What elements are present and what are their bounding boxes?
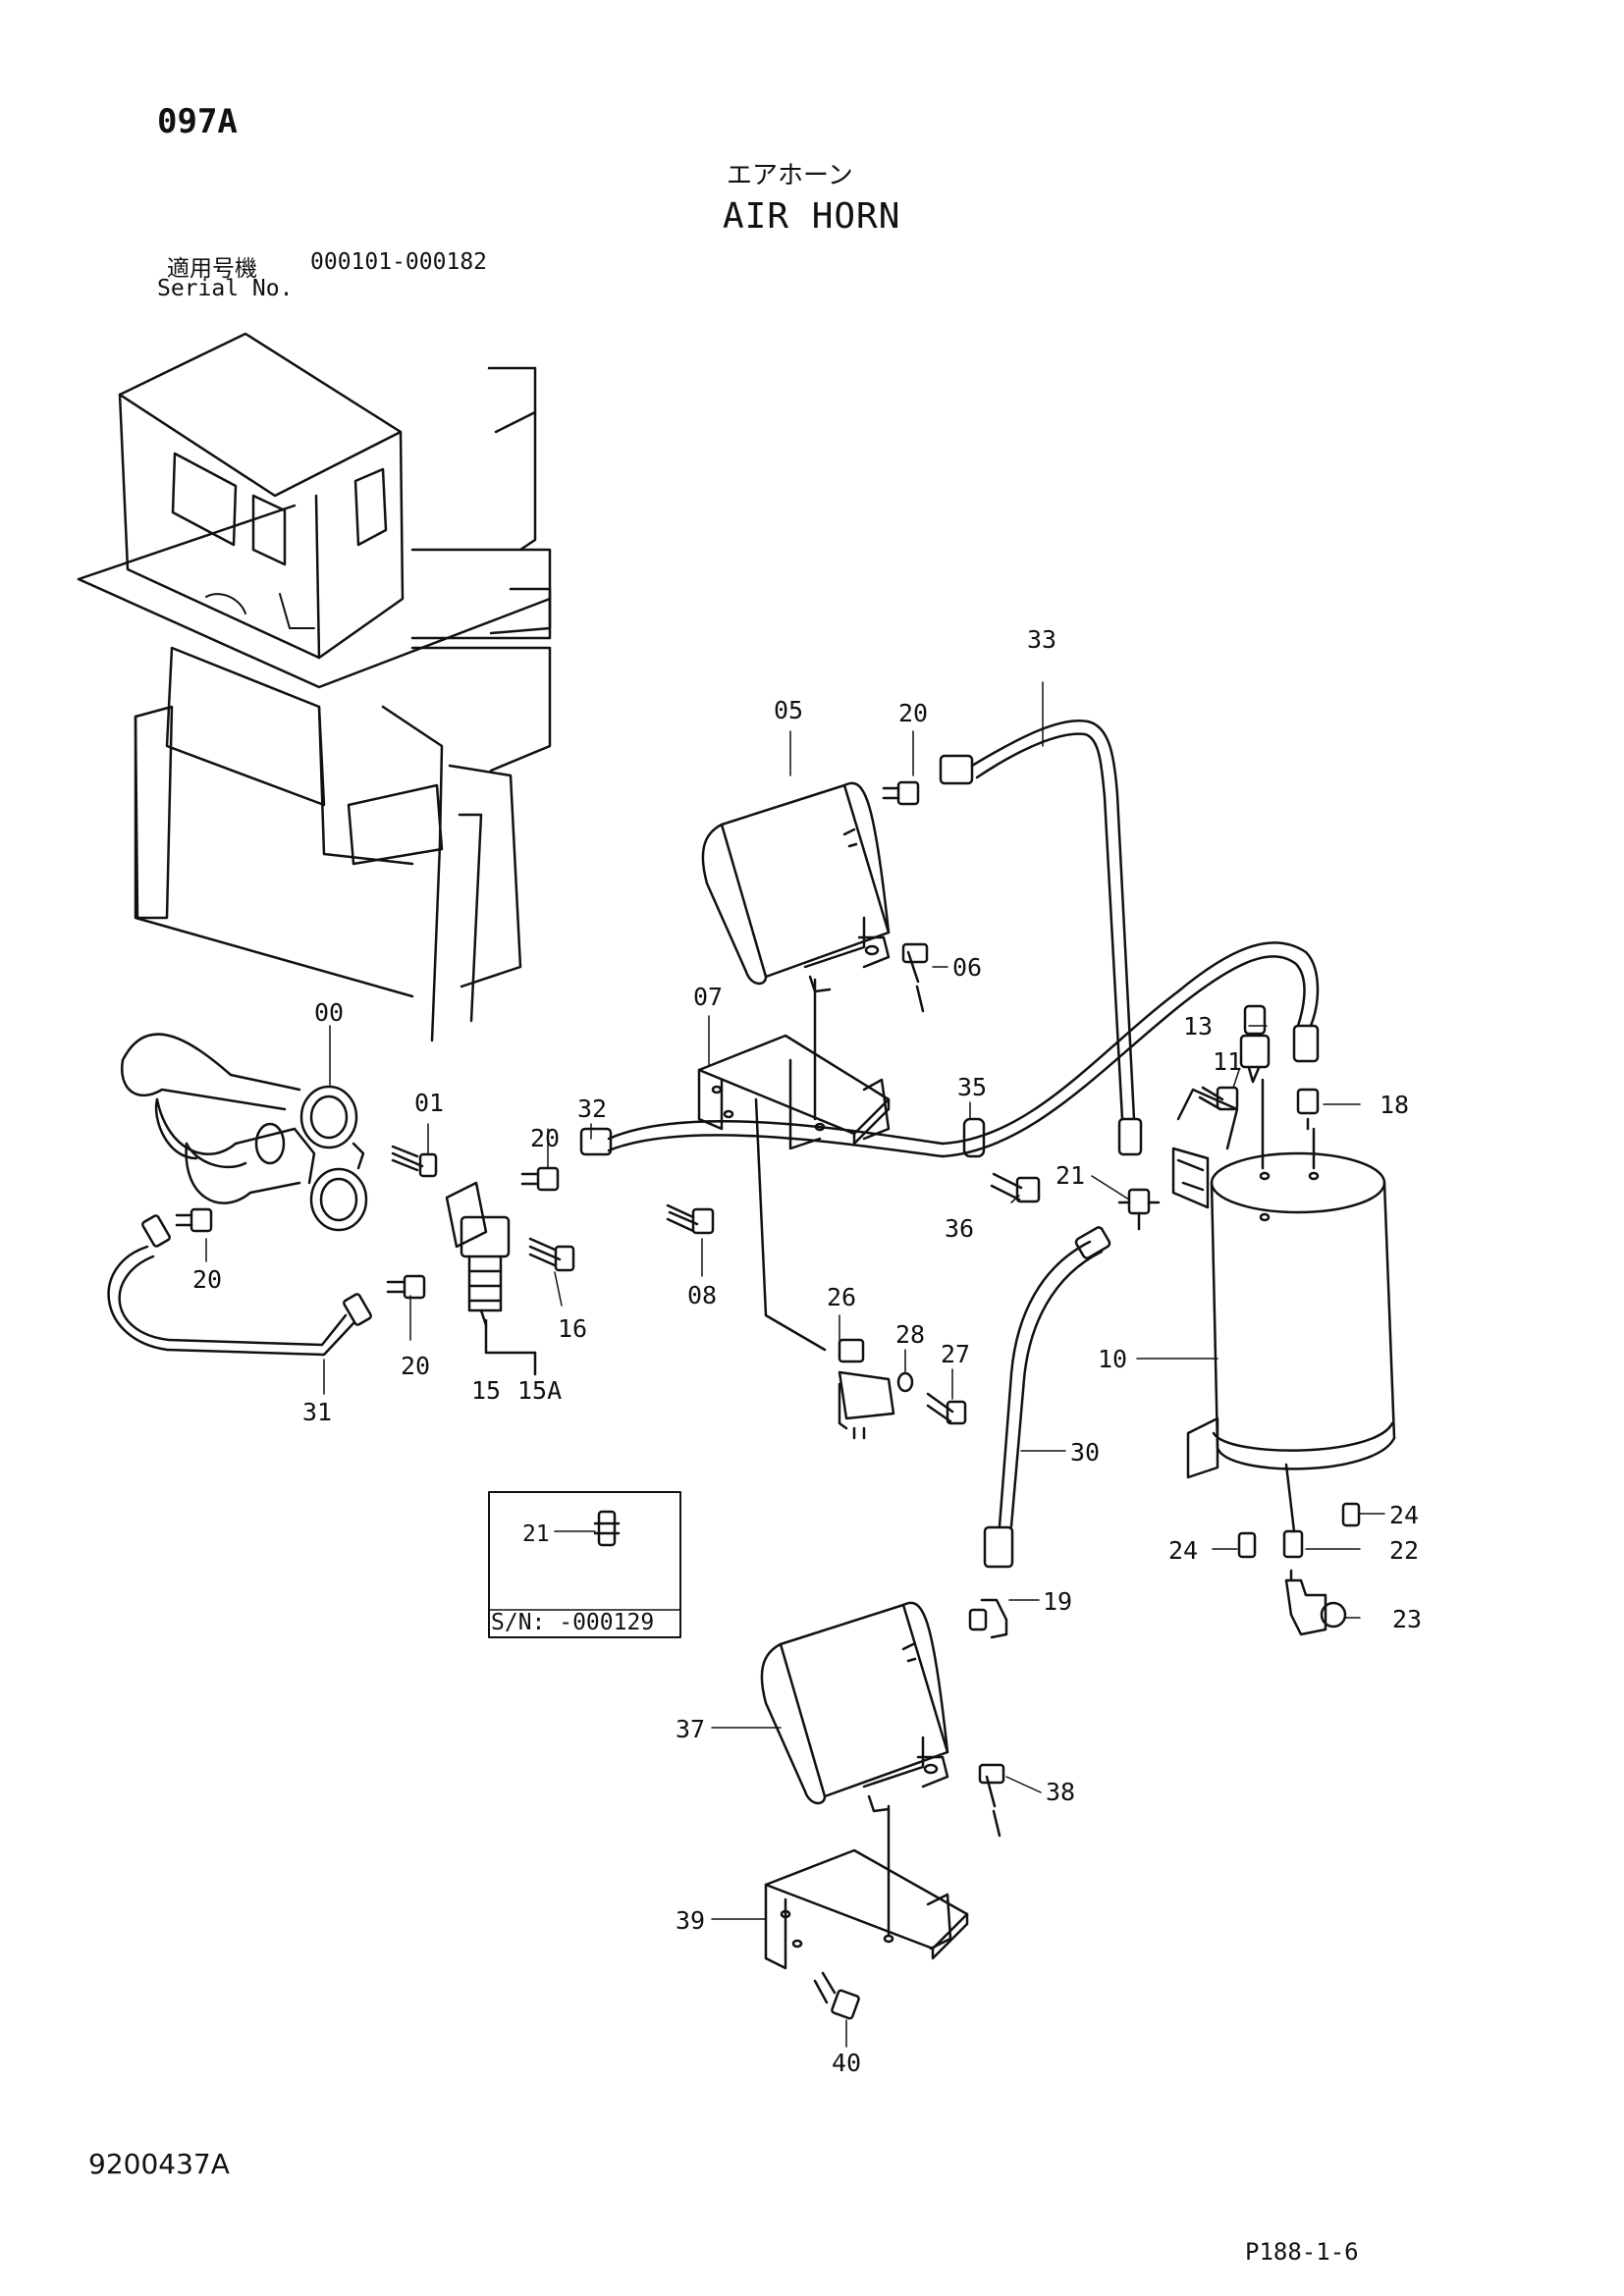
leader-lines [205, 681, 1385, 2048]
hose-32 [579, 1119, 945, 1158]
page-title: AIR HORN [723, 196, 901, 237]
air-tank-10 [1171, 1078, 1396, 1479]
bracket-39 [764, 1804, 969, 1970]
bolt-06 [901, 942, 929, 1013]
callout-20-top: 20 [898, 699, 928, 727]
tee-fitting-21 [1117, 1188, 1161, 1231]
relay-26 [764, 1313, 895, 1440]
callout-15a: 15A [517, 1376, 562, 1405]
callout-24-left: 24 [1168, 1536, 1198, 1565]
drain-fittings [1237, 1463, 1361, 1636]
callout-20-middle: 20 [530, 1124, 560, 1152]
machine-context [77, 332, 552, 1042]
callout-35: 35 [957, 1073, 987, 1101]
horn-37 [760, 1601, 949, 1813]
callout-24-right: 24 [1389, 1501, 1419, 1529]
callout-26: 26 [827, 1283, 856, 1311]
callout-31: 31 [302, 1398, 332, 1426]
bolt-36 [990, 1172, 1041, 1203]
horn-05 [701, 781, 891, 993]
bracket-07 [697, 978, 891, 1317]
callout-13: 13 [1183, 1012, 1213, 1041]
callout-32: 32 [577, 1095, 607, 1123]
bolt-08 [666, 1203, 715, 1235]
document-number: 9200437A [88, 2148, 230, 2180]
bolt-01 [391, 1145, 438, 1178]
fitting-18 [1292, 1024, 1320, 1131]
callout-15: 15 [471, 1376, 501, 1405]
callout-23: 23 [1392, 1605, 1422, 1633]
callout-00: 00 [314, 998, 344, 1027]
serial-label: Serial No. [157, 276, 294, 301]
callout-21: 21 [1056, 1161, 1085, 1190]
clip-35 [962, 1117, 986, 1158]
callout-27: 27 [941, 1340, 970, 1368]
screw-27 [926, 1392, 967, 1425]
washer-28 [896, 1371, 914, 1393]
callout-07: 07 [693, 983, 723, 1011]
bolt-16 [528, 1237, 575, 1272]
callout-33: 33 [1027, 625, 1056, 654]
callout-10: 10 [1098, 1345, 1127, 1373]
pipe-33 [939, 720, 1143, 1156]
callout-18: 18 [1380, 1091, 1409, 1119]
adapter-fittings-20 [175, 780, 920, 1300]
callout-39: 39 [676, 1906, 705, 1935]
callout-16: 16 [558, 1314, 587, 1343]
callout-20-left: 20 [192, 1265, 222, 1294]
callout-20-bottom: 20 [401, 1352, 430, 1380]
serial-range: 000101-000182 [310, 249, 488, 275]
callout-40: 40 [832, 2049, 861, 2077]
hose-to-valve [941, 941, 1320, 1158]
callout-36: 36 [945, 1214, 974, 1243]
callout-08: 08 [687, 1281, 717, 1309]
bolt-38 [978, 1763, 1005, 1838]
inset-serial-note: S/N: -000129 [491, 1610, 654, 1635]
hose-30 [983, 1226, 1111, 1569]
callout-11: 11 [1213, 1047, 1242, 1076]
bolt-11 [1198, 1086, 1239, 1111]
page-reference: P188-1-6 [1245, 2238, 1359, 2266]
callout-06: 06 [952, 953, 982, 982]
valve-13 [1239, 1004, 1271, 1084]
callout-19: 19 [1043, 1587, 1072, 1616]
callout-01: 01 [414, 1089, 444, 1117]
callout-05: 05 [774, 696, 803, 724]
callout-22: 22 [1389, 1536, 1419, 1565]
callout-38: 38 [1046, 1778, 1075, 1806]
callouts: 00 01 05 06 07 08 10 11 13 15 15A 16 18 … [192, 625, 1422, 2077]
inset-box [488, 1491, 681, 1638]
elbow-19 [968, 1598, 1008, 1639]
hose-31 [107, 1214, 372, 1357]
page-code: 097A [157, 102, 238, 141]
air-filter-15 [445, 1181, 537, 1376]
title-japanese: エアホーン [727, 161, 853, 190]
serial-label-japanese: 適用号機 [167, 256, 257, 282]
callout-28: 28 [895, 1320, 925, 1349]
callout-37: 37 [676, 1715, 705, 1743]
air-horn-assembly [120, 1033, 368, 1232]
inset-part-label: 21 [522, 1522, 550, 1547]
callout-30: 30 [1070, 1438, 1100, 1467]
bolt-40 [813, 1971, 860, 2020]
